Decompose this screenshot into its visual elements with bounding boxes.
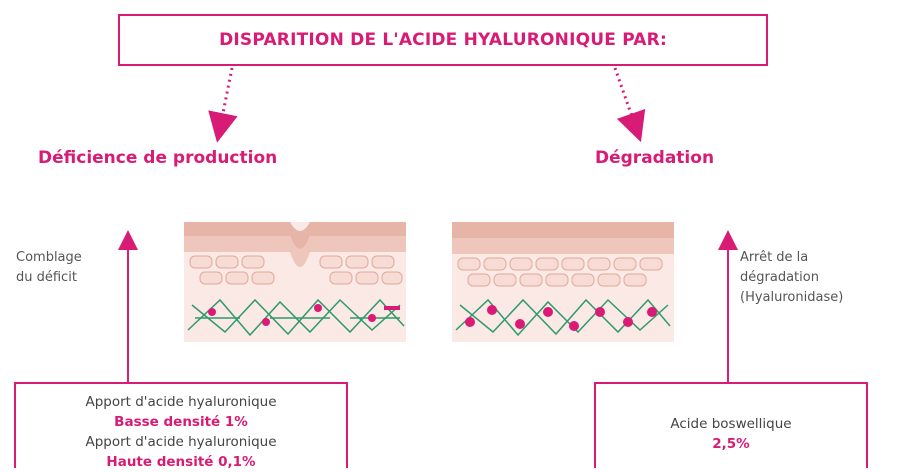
dotted-arrow-right [615,68,636,128]
box-left-line4: Haute densité 0,1% [16,452,346,472]
side-note-left-line2: du déficit [16,268,82,288]
side-note-right-line2: dégradation [740,268,843,288]
box-left-line3: Apport d'acide hyaluronique [16,432,346,452]
box-left-line2: Basse densité 1% [16,412,346,432]
heading-deficiency: Déficience de production [38,148,277,168]
dotted-arrow-left [220,68,232,128]
side-note-left-line1: Comblage [16,248,82,268]
box-left-line1: Apport d'acide hyaluronique [16,392,346,412]
side-note-right-line3: (Hyaluronidase) [740,288,843,308]
treatment-box-left: Apport d'acide hyaluronique Basse densit… [14,382,348,468]
box-right-line1: Acide boswellique [596,414,866,434]
skin-illustration-deficiency [184,222,406,342]
heading-degradation: Dégradation [595,148,714,168]
treatment-box-right: Acide boswellique 2,5% [594,382,868,468]
side-note-right: Arrêt de la dégradation (Hyaluronidase) [740,248,843,308]
box-right-line2: 2,5% [596,434,866,454]
side-note-right-line1: Arrêt de la [740,248,843,268]
side-note-left: Comblage du déficit [16,248,82,288]
skin-illustration-degradation [452,222,674,342]
